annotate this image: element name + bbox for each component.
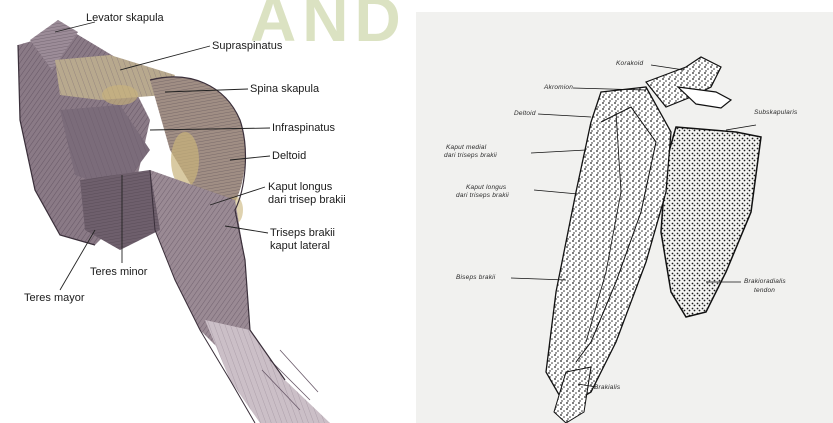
- label-r-kaput-longus-1: Kaput longus: [466, 184, 506, 191]
- label-r-brakioradialis-1: Brakioradialis: [744, 278, 786, 285]
- label-r-subskapularis: Subskapularis: [754, 109, 797, 116]
- anterior-arm-illustration: Korakoid Akromion Deltoid Kaput medial d…: [416, 12, 833, 423]
- label-r-akromion: Akromion: [544, 84, 573, 91]
- label-r-biseps: Biseps brakii: [456, 274, 495, 281]
- label-supraspinatus: Supraspinatus: [212, 40, 282, 52]
- label-infraspinatus: Infraspinatus: [272, 122, 335, 134]
- label-deltoid: Deltoid: [272, 150, 306, 162]
- label-r-korakoid: Korakoid: [616, 60, 643, 67]
- label-kaput-longus-1: Kaput longus: [268, 181, 332, 193]
- label-r-deltoid: Deltoid: [514, 110, 536, 117]
- label-kaput-longus-2: dari trisep brakii: [268, 194, 346, 206]
- label-levator-skapula: Levator skapula: [86, 12, 164, 24]
- label-teres-mayor: Teres mayor: [24, 292, 85, 304]
- biceps-region: [546, 87, 671, 407]
- label-r-kaput-medial-2: dari triseps brakii: [444, 152, 497, 159]
- label-r-kaput-longus-2: dari triseps brakii: [456, 192, 509, 199]
- label-teres-minor: Teres minor: [90, 266, 147, 278]
- posterior-arm-illustration: ANDA Levator skapula Supraspinatus Spina…: [0, 0, 408, 423]
- posterior-arm-drawing: [0, 0, 408, 423]
- label-r-kaput-medial-1: Kaput medial: [446, 144, 486, 151]
- label-triseps-lateral-1: Triseps brakii: [270, 227, 335, 239]
- scapula: [661, 127, 761, 317]
- anterior-arm-drawing: [416, 12, 833, 423]
- label-r-brakioradialis-2: tendon: [754, 287, 775, 294]
- label-triseps-lateral-2: kaput lateral: [270, 240, 330, 252]
- label-spina-skapula: Spina skapula: [250, 83, 319, 95]
- label-r-brakialis: Brakialis: [594, 384, 620, 391]
